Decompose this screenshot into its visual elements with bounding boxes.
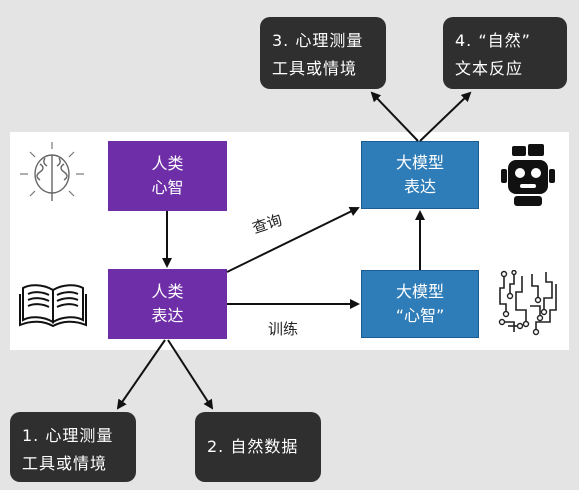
output-box-line: 4. “自然”	[455, 31, 531, 50]
llm-mind-node: 大模型 “心智”	[361, 270, 479, 338]
book-icon	[19, 284, 87, 328]
output-box-psychometric-tools: 3. 心理测量 工具或情境	[260, 17, 386, 89]
node-line: 大模型	[395, 282, 444, 301]
arrow-from-natural-data	[167, 339, 214, 410]
edge-label-train: 训练	[268, 320, 299, 338]
human-mind-node: 人类 心智	[108, 141, 227, 211]
node-line: “心智”	[395, 306, 445, 325]
input-box-line: 1. 心理测量	[22, 426, 114, 445]
input-box-natural-data: 2. 自然数据	[195, 412, 321, 482]
input-box-line: 2. 自然数据	[207, 437, 299, 456]
circuit-icon	[498, 270, 557, 336]
node-line: 表达	[403, 177, 436, 196]
human-expression-node: 人类 表达	[108, 269, 227, 339]
llm-expression-node: 大模型 表达	[361, 141, 479, 209]
output-box-line: 工具或情境	[272, 59, 358, 78]
node-line: 表达	[151, 306, 184, 325]
arrow-to-psychometric-output	[370, 91, 419, 142]
node-line: 心智	[151, 178, 184, 197]
arrow-from-psychometric-input	[116, 339, 166, 410]
robot-icon	[501, 144, 555, 206]
brain-icon	[20, 142, 84, 201]
input-box-psychometric-tools: 1. 心理测量 工具或情境	[10, 412, 136, 482]
output-box-line: 3. 心理测量	[272, 31, 364, 50]
arrow-query	[226, 207, 360, 273]
input-box-line: 工具或情境	[22, 454, 108, 473]
arrow-to-natural-text-output	[419, 91, 472, 142]
node-line: 人类	[151, 282, 184, 301]
node-line: 人类	[151, 154, 184, 173]
output-box-natural-text-response: 4. “自然” 文本反应	[443, 17, 567, 89]
node-line: 大模型	[395, 153, 444, 172]
output-box-line: 文本反应	[455, 59, 524, 78]
